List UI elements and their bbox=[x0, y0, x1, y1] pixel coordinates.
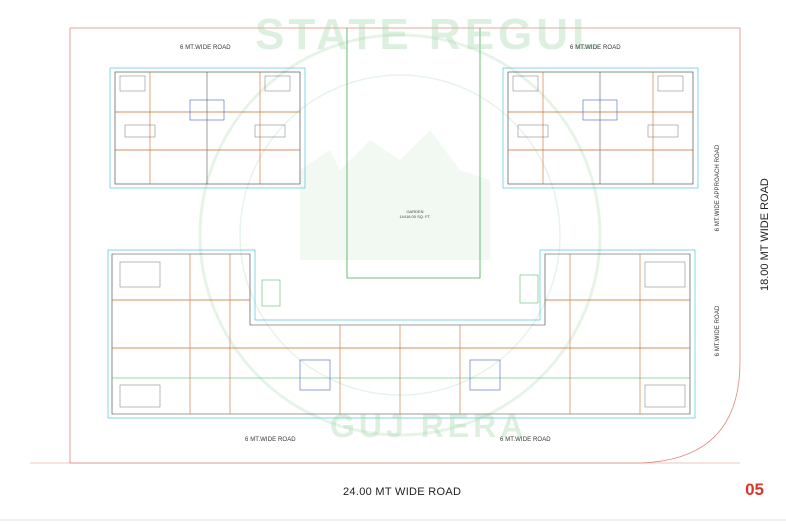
watermark-bottom-text: GUJ RERA bbox=[330, 408, 528, 444]
main-road-right: 18.00 MT WIDE ROAD bbox=[759, 178, 771, 291]
tower-bottom-block bbox=[107, 249, 696, 419]
road-label-top-right: 6 MT.WIDE ROAD bbox=[570, 45, 621, 51]
garden-area: 14416.00 SQ. FT. bbox=[399, 214, 431, 219]
rera-watermark bbox=[198, 33, 602, 437]
main-road-bottom: 24.00 MT WIDE ROAD bbox=[343, 486, 462, 498]
garden-outline bbox=[346, 28, 481, 279]
tower-top-left bbox=[109, 67, 306, 189]
road-label-top-left: 6 MT.WIDE ROAD bbox=[180, 45, 231, 51]
road-label-approach: 6 MT.WIDE APPROACH ROAD bbox=[715, 144, 721, 232]
tower-top-right bbox=[502, 67, 699, 189]
garden-label: GARDEN 14416.00 SQ. FT. bbox=[385, 209, 445, 219]
watermark-top-text: STATE REGUL bbox=[255, 10, 603, 59]
page-number: 05 bbox=[745, 480, 764, 499]
plot-boundary bbox=[69, 27, 741, 464]
road-label-bottom-right: 6 MT.WIDE ROAD bbox=[500, 437, 551, 443]
garden-title: GARDEN bbox=[406, 209, 424, 214]
road-label-right-lower: 6 MT.WIDE ROAD bbox=[715, 305, 721, 357]
road-label-bottom-left: 6 MT.WIDE ROAD bbox=[245, 437, 296, 443]
